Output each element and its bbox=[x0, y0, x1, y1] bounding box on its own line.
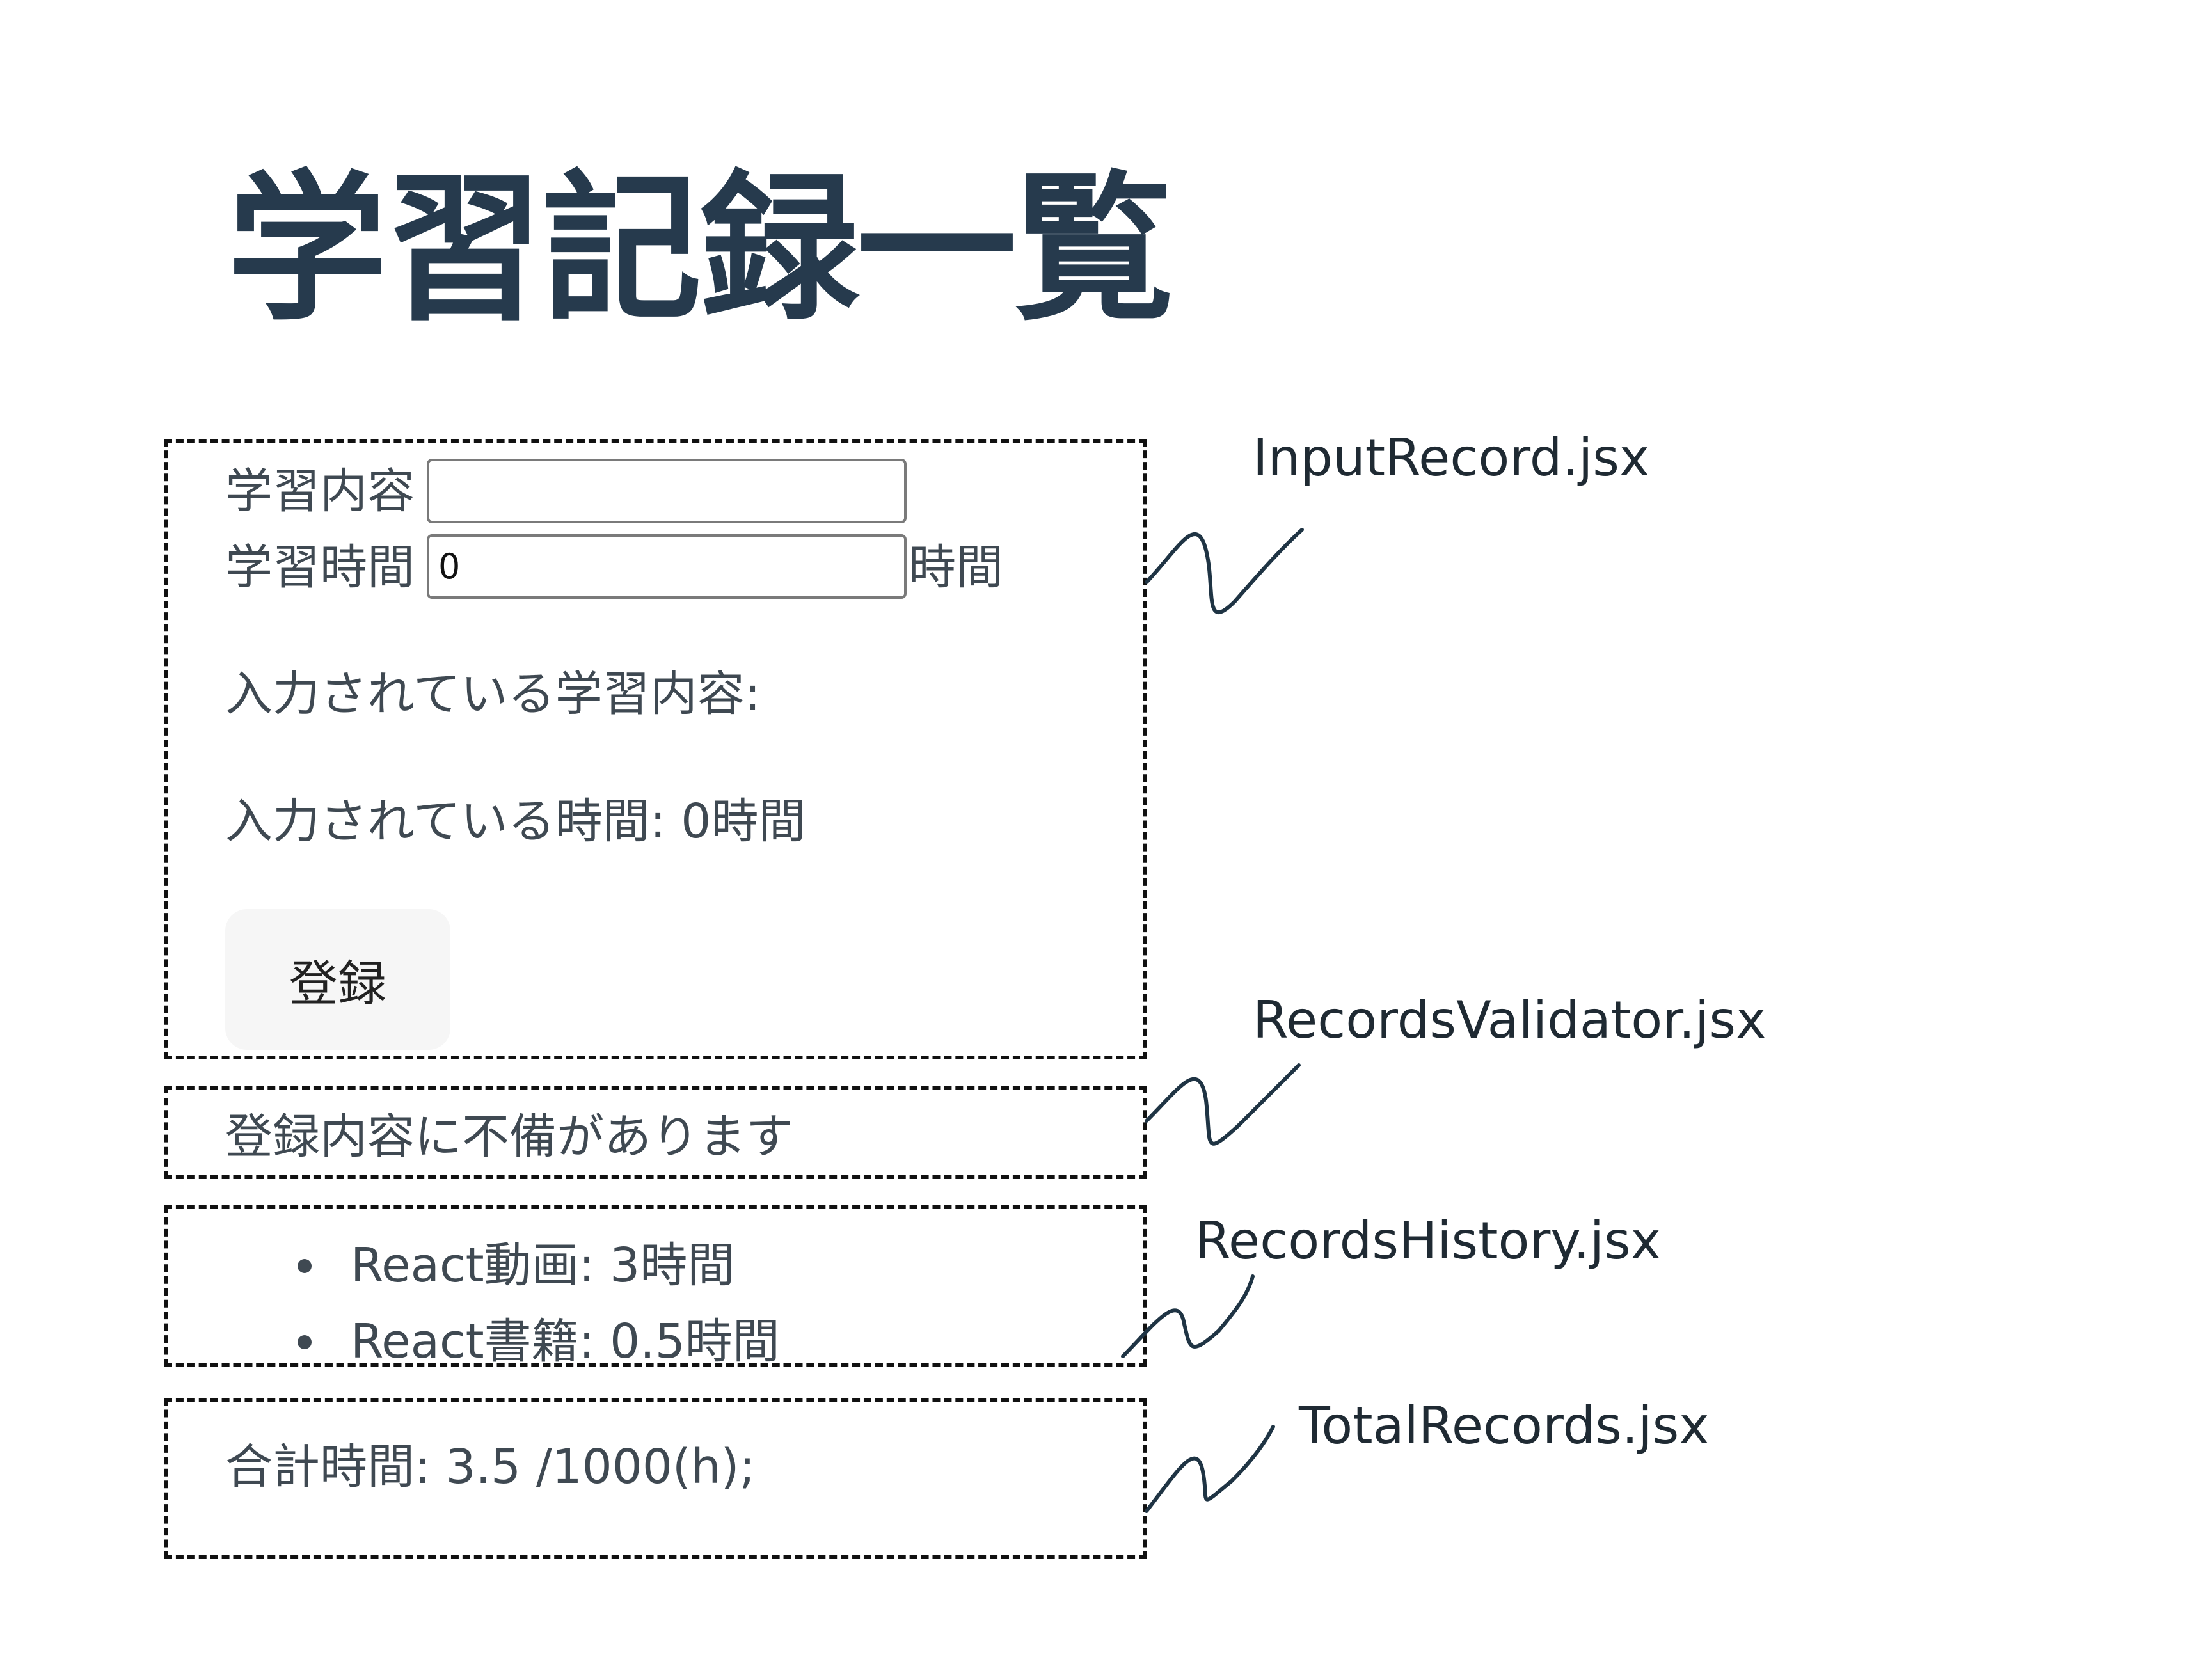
validation-message: 登録内容に不備があります bbox=[225, 1109, 793, 1164]
connector-records-validator bbox=[1145, 1063, 1301, 1146]
time-label: 学習時間 bbox=[225, 540, 415, 595]
history-item-text: React動画: 3時間 bbox=[351, 1238, 735, 1293]
total-time-text: 合計時間: 3.5 /1000(h); bbox=[225, 1439, 756, 1494]
time-input[interactable] bbox=[427, 534, 907, 599]
register-button[interactable]: 登録 bbox=[225, 909, 450, 1050]
annotation-input-record: InputRecord.jsx bbox=[1253, 428, 1650, 487]
history-item-text: React書籍: 0.5時間 bbox=[351, 1314, 780, 1369]
connector-input-record bbox=[1145, 528, 1304, 614]
connector-total-records bbox=[1145, 1425, 1275, 1513]
annotation-total-records: TotalRecords.jsx bbox=[1299, 1396, 1710, 1455]
history-region-bottom-border bbox=[164, 1363, 1147, 1367]
entered-content-text: 入力されている学習内容: bbox=[225, 667, 761, 722]
content-input[interactable] bbox=[427, 459, 907, 523]
entered-time-text: 入力されている時間: 0時間 bbox=[225, 794, 806, 849]
annotation-records-history: RecordsHistory.jsx bbox=[1195, 1211, 1661, 1271]
bullet-icon bbox=[298, 1335, 312, 1349]
bullet-icon bbox=[298, 1259, 312, 1273]
input-record-region bbox=[164, 439, 1147, 1059]
page-title: 学習記録一覧 bbox=[227, 156, 1174, 342]
time-unit-label: 時間 bbox=[909, 540, 1003, 595]
annotation-records-validator: RecordsValidator.jsx bbox=[1253, 990, 1766, 1050]
content-label: 学習内容 bbox=[225, 464, 415, 519]
